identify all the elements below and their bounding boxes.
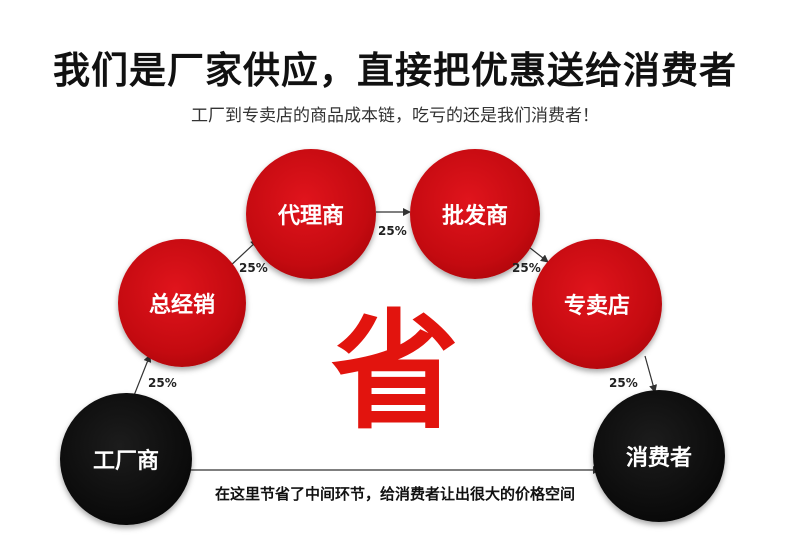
arrow-retailer-to-consumer [644, 355, 657, 393]
arrow-factory-to-distributor [132, 354, 152, 399]
page-subtitle: 工厂到专卖店的商品成本链，吃亏的还是我们消费者！ [191, 106, 599, 126]
margin-label-factory-distributor: 25% [148, 376, 177, 390]
margin-label-retailer-consumer: 25% [609, 376, 638, 390]
margin-label-distributor-agent: 25% [239, 261, 268, 275]
node-factory: 工厂商 [60, 393, 192, 525]
margin-label-wholesaler-retailer: 25% [512, 261, 541, 275]
node-consumer: 消费者 [593, 390, 725, 522]
node-distributor: 总经销 [118, 239, 246, 367]
node-agent: 代理商 [246, 149, 376, 279]
node-retailer: 专卖店 [532, 239, 662, 369]
node-wholesaler: 批发商 [410, 149, 540, 279]
margin-label-agent-wholesaler: 25% [378, 224, 407, 238]
page-title: 我们是厂家供应，直接把优惠送给消费者 [53, 49, 737, 92]
bottom-note: 在这里节省了中间环节，给消费者让出很大的价格空间 [214, 485, 575, 503]
save-character: 省 [330, 297, 459, 447]
